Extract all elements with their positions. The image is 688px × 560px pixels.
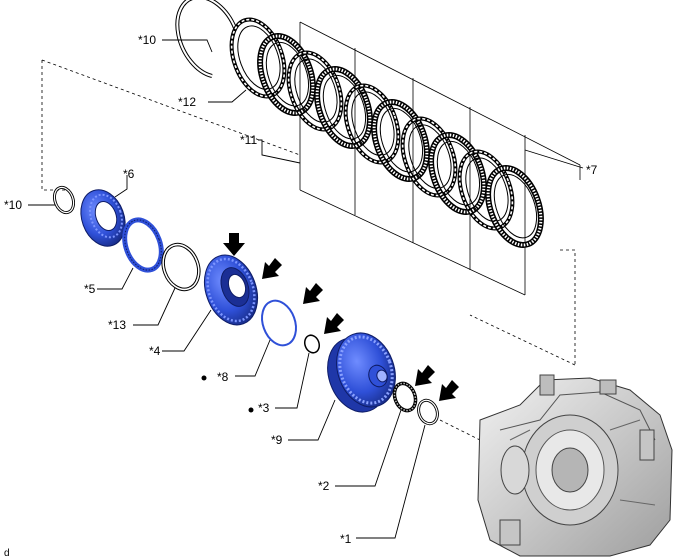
part-9-drum xyxy=(327,332,396,413)
arrow-icon xyxy=(223,233,245,256)
callout-13: *13 xyxy=(108,318,126,332)
clutch-discs xyxy=(229,17,544,248)
callout-10-left: *10 xyxy=(4,198,22,212)
part-5-ring xyxy=(122,217,164,273)
part-8-o-ring xyxy=(261,299,297,347)
part-2-bearing xyxy=(392,381,418,413)
part-1-race xyxy=(417,398,439,426)
corner-mark: d xyxy=(4,548,10,559)
part-6-return-spring xyxy=(80,189,126,247)
clutch-disc xyxy=(314,66,373,149)
arrow-icons xyxy=(223,233,459,401)
snap-ring-small xyxy=(52,185,76,215)
callout-11: *11 xyxy=(240,133,257,147)
arrow-icon xyxy=(324,313,344,334)
dot-markers xyxy=(201,375,254,413)
callout-10-top: *10 xyxy=(138,33,156,47)
callout-9: *9 xyxy=(271,433,283,447)
arrow-icon xyxy=(262,258,282,279)
arrow-icon xyxy=(439,380,459,401)
callout-1: *1 xyxy=(340,532,352,546)
clutch-disc xyxy=(257,33,316,116)
callout-8: *8 xyxy=(217,370,229,384)
callout-4: *4 xyxy=(149,344,161,358)
clutch-disc xyxy=(485,165,544,248)
transaxle-housing xyxy=(477,374,673,557)
part-4-piston xyxy=(203,254,259,326)
callout-7: *7 xyxy=(586,163,598,177)
leader-lines xyxy=(28,39,584,539)
callout-3: *3 xyxy=(258,401,270,415)
part-13-ring xyxy=(161,242,201,292)
callout-labels: *10 *12 *11 *7 *6 *10 *5 *13 *4 *8 *3 *9… xyxy=(4,33,598,559)
clutch-disc xyxy=(428,132,487,215)
callout-12: *12 xyxy=(178,95,196,109)
snap-ring-top xyxy=(175,0,237,78)
callout-6: *6 xyxy=(123,167,135,181)
assembly-guide-lines xyxy=(41,59,576,441)
arrow-icon xyxy=(415,365,435,386)
clutch-pack-frame xyxy=(299,21,581,296)
clutch-disc xyxy=(371,99,430,182)
callout-5: *5 xyxy=(84,282,96,296)
callout-2: *2 xyxy=(318,479,330,493)
part-3-o-ring xyxy=(303,334,321,354)
arrow-icon xyxy=(303,283,323,304)
